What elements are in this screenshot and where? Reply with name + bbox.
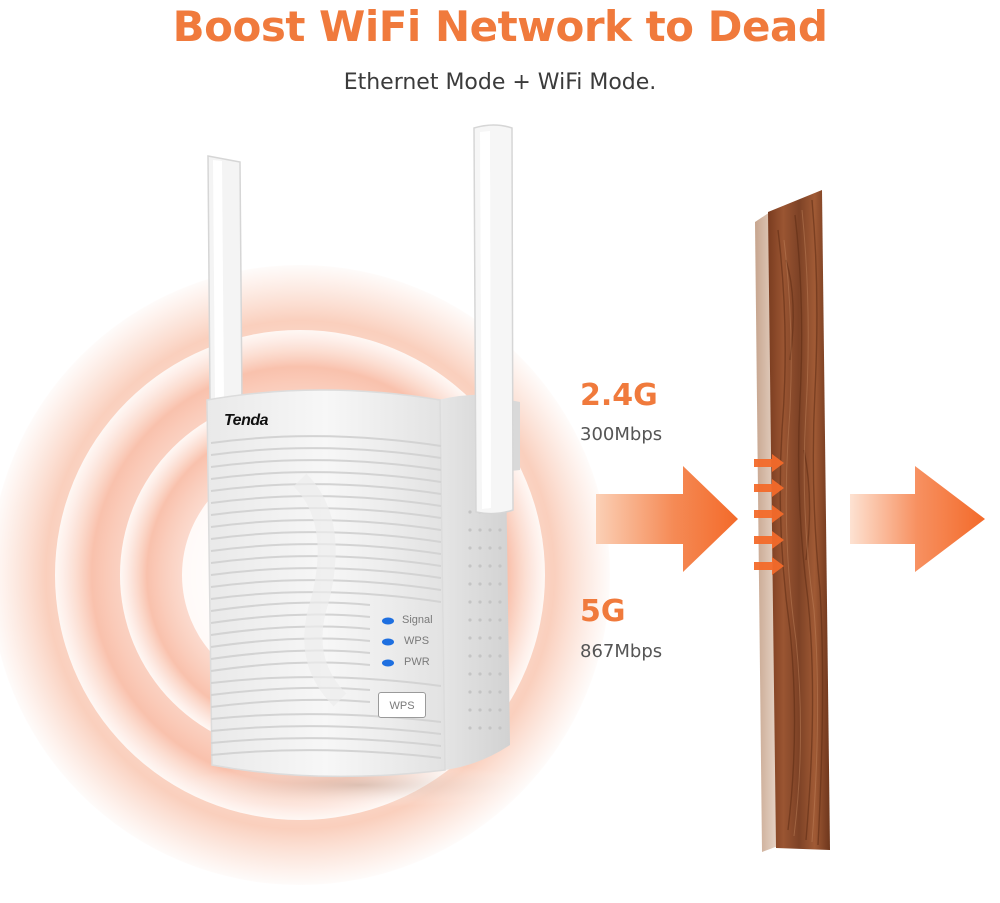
- band-24g-name: 2.4G: [580, 378, 658, 413]
- wooden-wall: [755, 190, 830, 852]
- device-shadow: [180, 763, 540, 807]
- led-signal-icon: [382, 617, 394, 625]
- headline: Boost WiFi Network to Dead: [172, 2, 828, 51]
- led-pwr-label: PWR: [404, 656, 430, 668]
- device-body: [206, 389, 446, 778]
- brand-logo: Tenda: [224, 412, 269, 429]
- band-5g-speed: 867Mbps: [580, 641, 663, 662]
- right-antenna: [473, 124, 514, 515]
- band-24g-speed: 300Mbps: [580, 424, 663, 445]
- subtitle: Ethernet Mode + WiFi Mode.: [343, 70, 657, 95]
- left-antenna: [207, 155, 243, 406]
- signal-arrow-out: [850, 466, 985, 572]
- led-wps-icon: [382, 638, 394, 646]
- penetration-arrows: [754, 454, 784, 575]
- led-pwr-icon: [382, 659, 394, 667]
- signal-arrow-in: [596, 466, 738, 572]
- led-wps-label: WPS: [404, 635, 430, 647]
- led-signal-label: Signal: [402, 614, 433, 626]
- status-leds: [382, 617, 394, 667]
- wps-button: WPS: [378, 692, 426, 718]
- band-5g-name: 5G: [580, 594, 626, 629]
